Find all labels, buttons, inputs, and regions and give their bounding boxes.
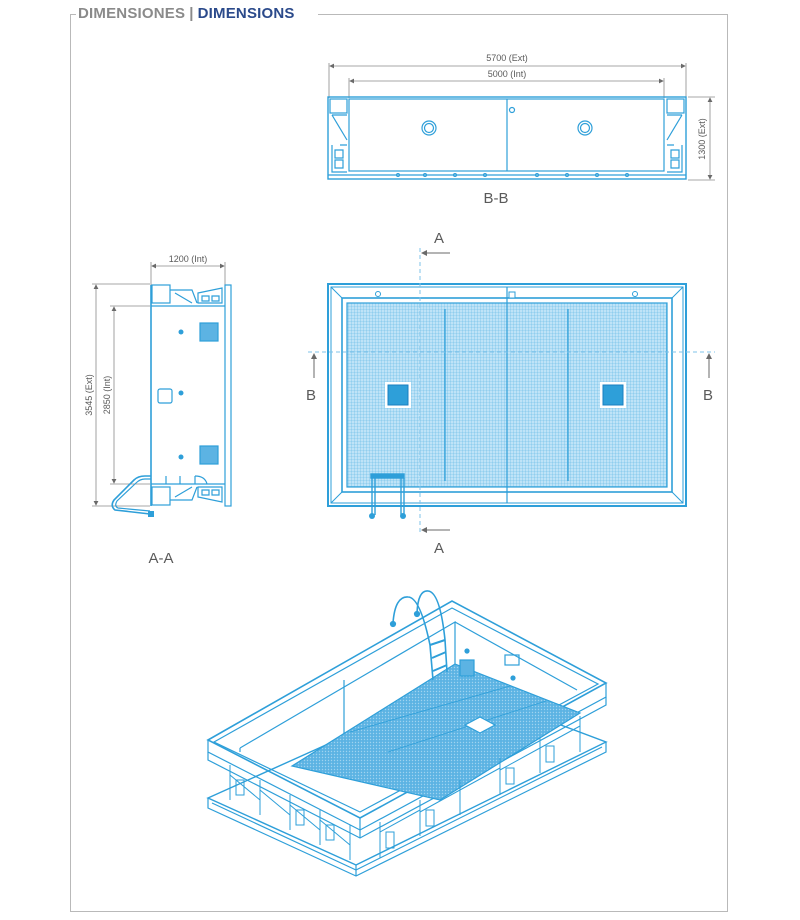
- dim-bb-int-width: 5000 (Int): [488, 69, 527, 79]
- cut-label-b-right: B: [703, 387, 713, 404]
- title-separator: |: [189, 5, 194, 22]
- frame-top-edge-right: [318, 14, 728, 15]
- cut-label-b-left: B: [306, 387, 316, 404]
- section-bb: 5700 (Ext) 5000 (Int) 1300 (Ext) B-B: [327, 53, 715, 207]
- dim-aa-int-length: 2850 (Int): [102, 376, 112, 415]
- drawing-frame: [70, 14, 728, 912]
- plan-view: A A B B: [306, 230, 715, 557]
- section-aa: 1200 (Int) 3545 (Ext) 2850 (Int): [84, 254, 232, 567]
- page-title: DIMENSIONES|DIMENSIONS: [78, 5, 295, 22]
- cut-label-a-top: A: [434, 230, 444, 247]
- cut-label-a-bottom: A: [434, 540, 444, 557]
- title-english: DIMENSIONS: [197, 5, 295, 22]
- frame-top-edge-left: [70, 14, 76, 15]
- label-section-aa: A-A: [148, 550, 173, 567]
- dim-bb-ext-width: 5700 (Ext): [486, 53, 528, 63]
- dim-bb-ext-height: 1300 (Ext): [697, 118, 707, 160]
- dim-aa-int-width: 1200 (Int): [169, 254, 208, 264]
- label-section-bb: B-B: [483, 190, 508, 207]
- dim-aa-ext-length: 3545 (Ext): [84, 374, 94, 416]
- isometric-view: [206, 590, 608, 877]
- title-spanish: DIMENSIONES: [78, 5, 186, 22]
